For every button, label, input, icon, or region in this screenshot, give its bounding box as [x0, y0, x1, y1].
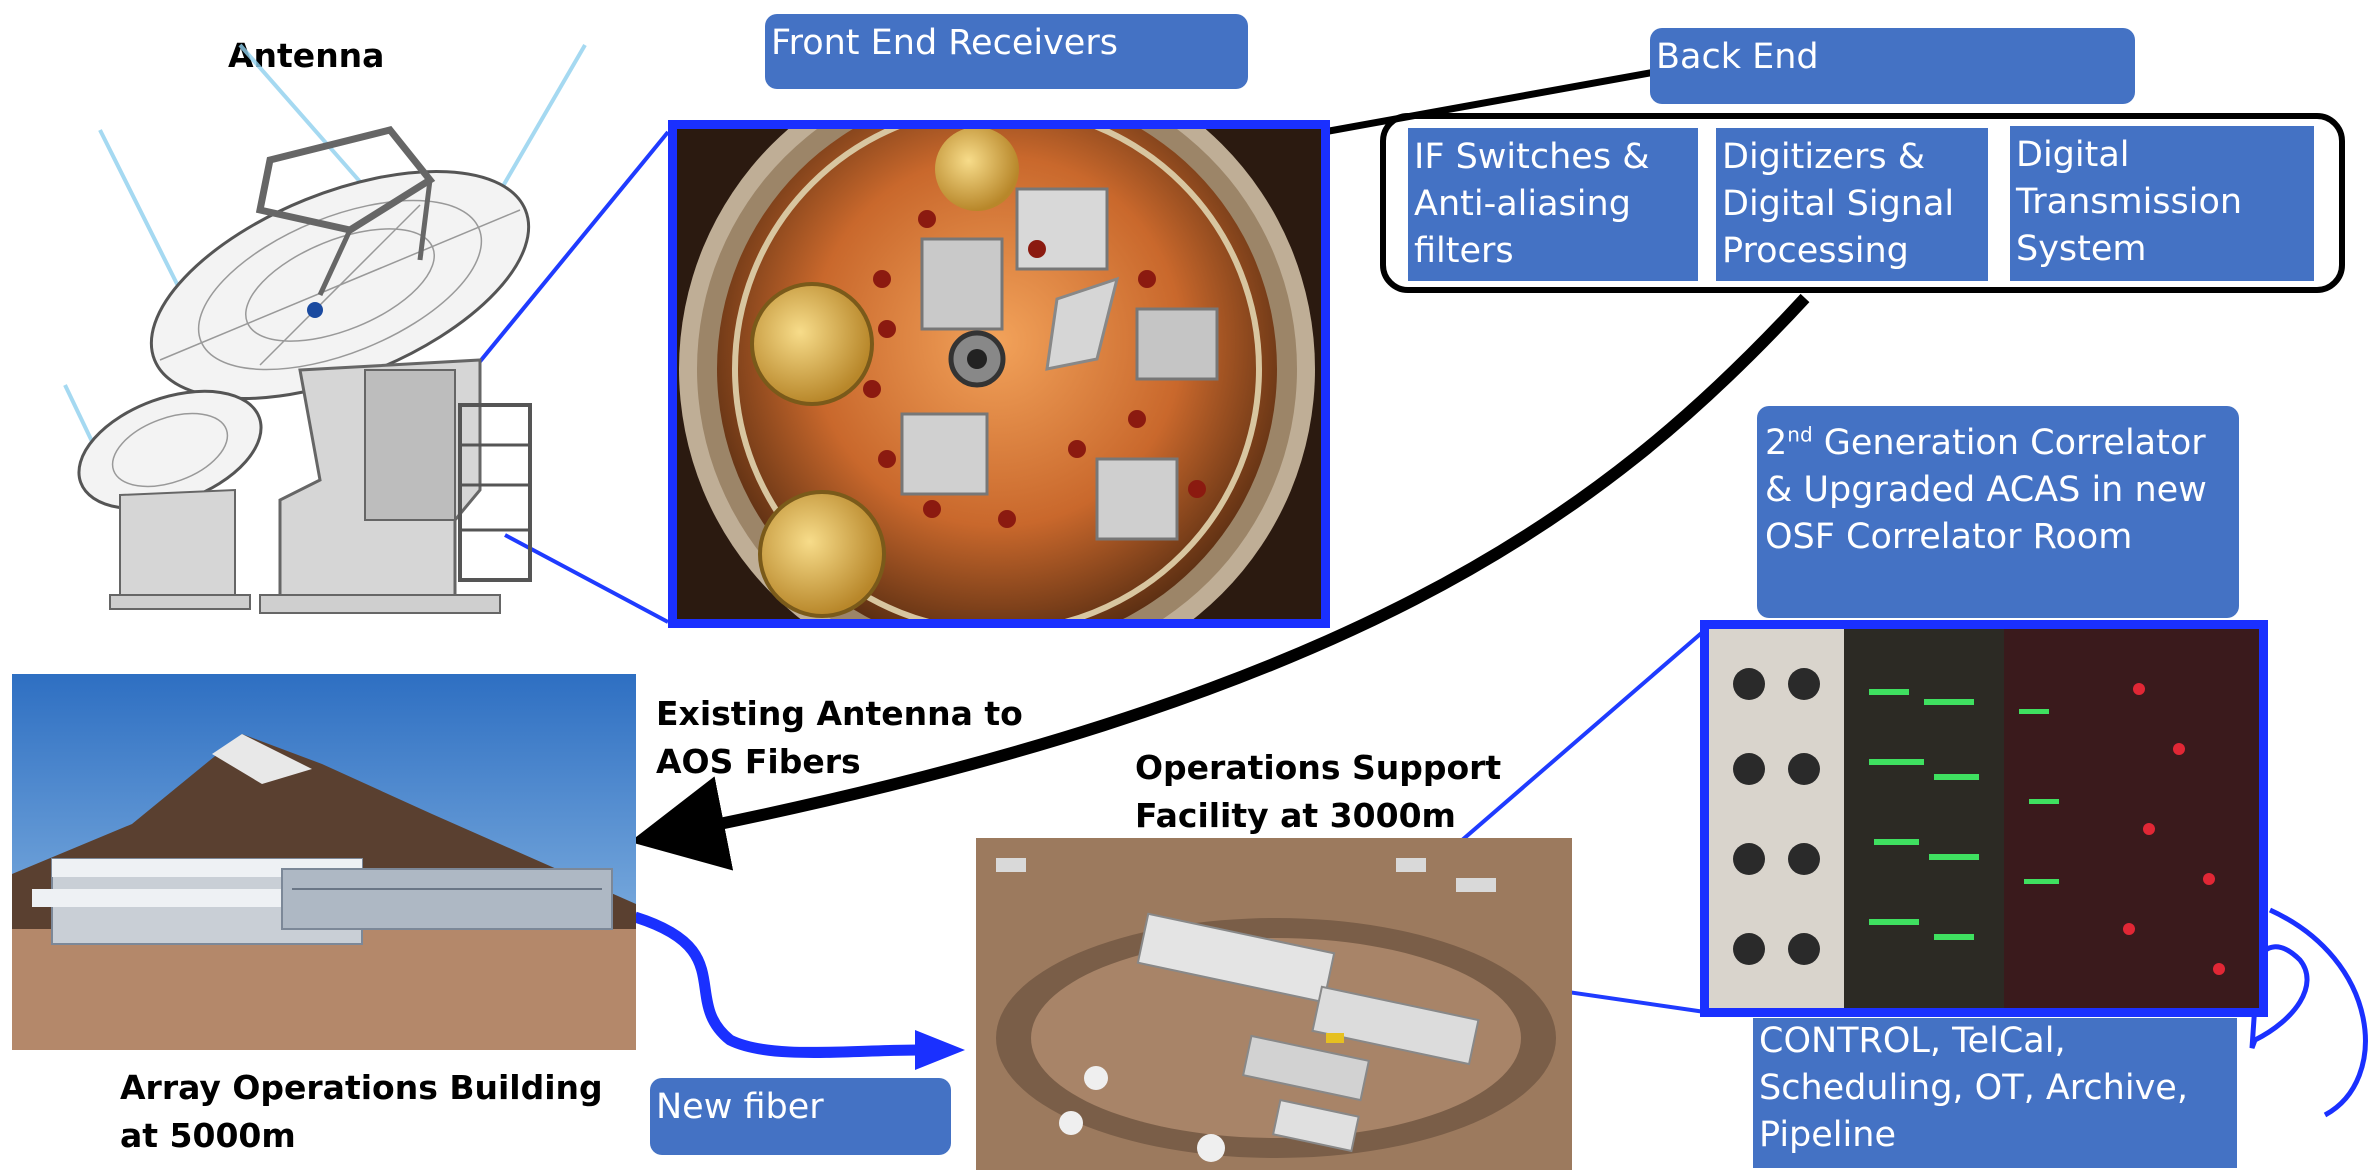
- antenna-frontend-connector-top: [453, 130, 670, 394]
- building-icon: [12, 674, 636, 1050]
- loop-arrow: [2268, 907, 2368, 1118]
- existing-fibers-label: Existing Antenna to AOS Fibers: [656, 694, 1023, 781]
- digitizers-box: Digitizers & Digital Signal Processing: [1716, 128, 1988, 281]
- osf-label: Operations Support Facility at 3000m: [1135, 748, 1502, 835]
- antenna-icon: [63, 43, 587, 614]
- new-fiber-arrow: [633, 911, 921, 1058]
- correlator-label-superscript: nd: [1787, 422, 1813, 447]
- facility-icon: [976, 838, 1572, 1170]
- correlator-label-text: Generation Correlator & Upgraded ACAS in…: [1765, 423, 2207, 557]
- correlator-icon: [1709, 629, 2259, 1008]
- aob-photo: [12, 674, 636, 1050]
- osf-photo: [976, 838, 1572, 1170]
- frontend-backend-connector: [1317, 68, 1656, 137]
- new-fiber-arrowhead: [915, 1030, 965, 1070]
- antenna-frontend-connector-bottom: [504, 533, 669, 624]
- new-fiber-label: New fiber: [650, 1078, 951, 1155]
- software-box: CONTROL, TelCal, Scheduling, OT, Archive…: [1753, 1018, 2237, 1168]
- antenna-title: Antenna: [228, 36, 385, 75]
- back-end-label: Back End: [1650, 28, 2135, 104]
- aob-label: Array Operations Building at 5000m: [120, 1068, 603, 1155]
- receiver-icon: [677, 129, 1321, 619]
- if-switches-box: IF Switches & Anti-aliasing filters: [1408, 128, 1698, 281]
- existing-fibers-arrow: [629, 293, 1810, 871]
- correlator-label-number: 2: [1765, 423, 1788, 463]
- front-end-label: Front End Receivers: [765, 14, 1248, 89]
- receiver-photo: [668, 120, 1330, 628]
- digital-transmission-box: Digital Transmission System: [2010, 126, 2314, 281]
- correlator-label: 2nd Generation Correlator & Upgraded ACA…: [1757, 406, 2239, 618]
- correlator-photo: [1700, 620, 2268, 1017]
- back-end-group: [1380, 113, 2345, 293]
